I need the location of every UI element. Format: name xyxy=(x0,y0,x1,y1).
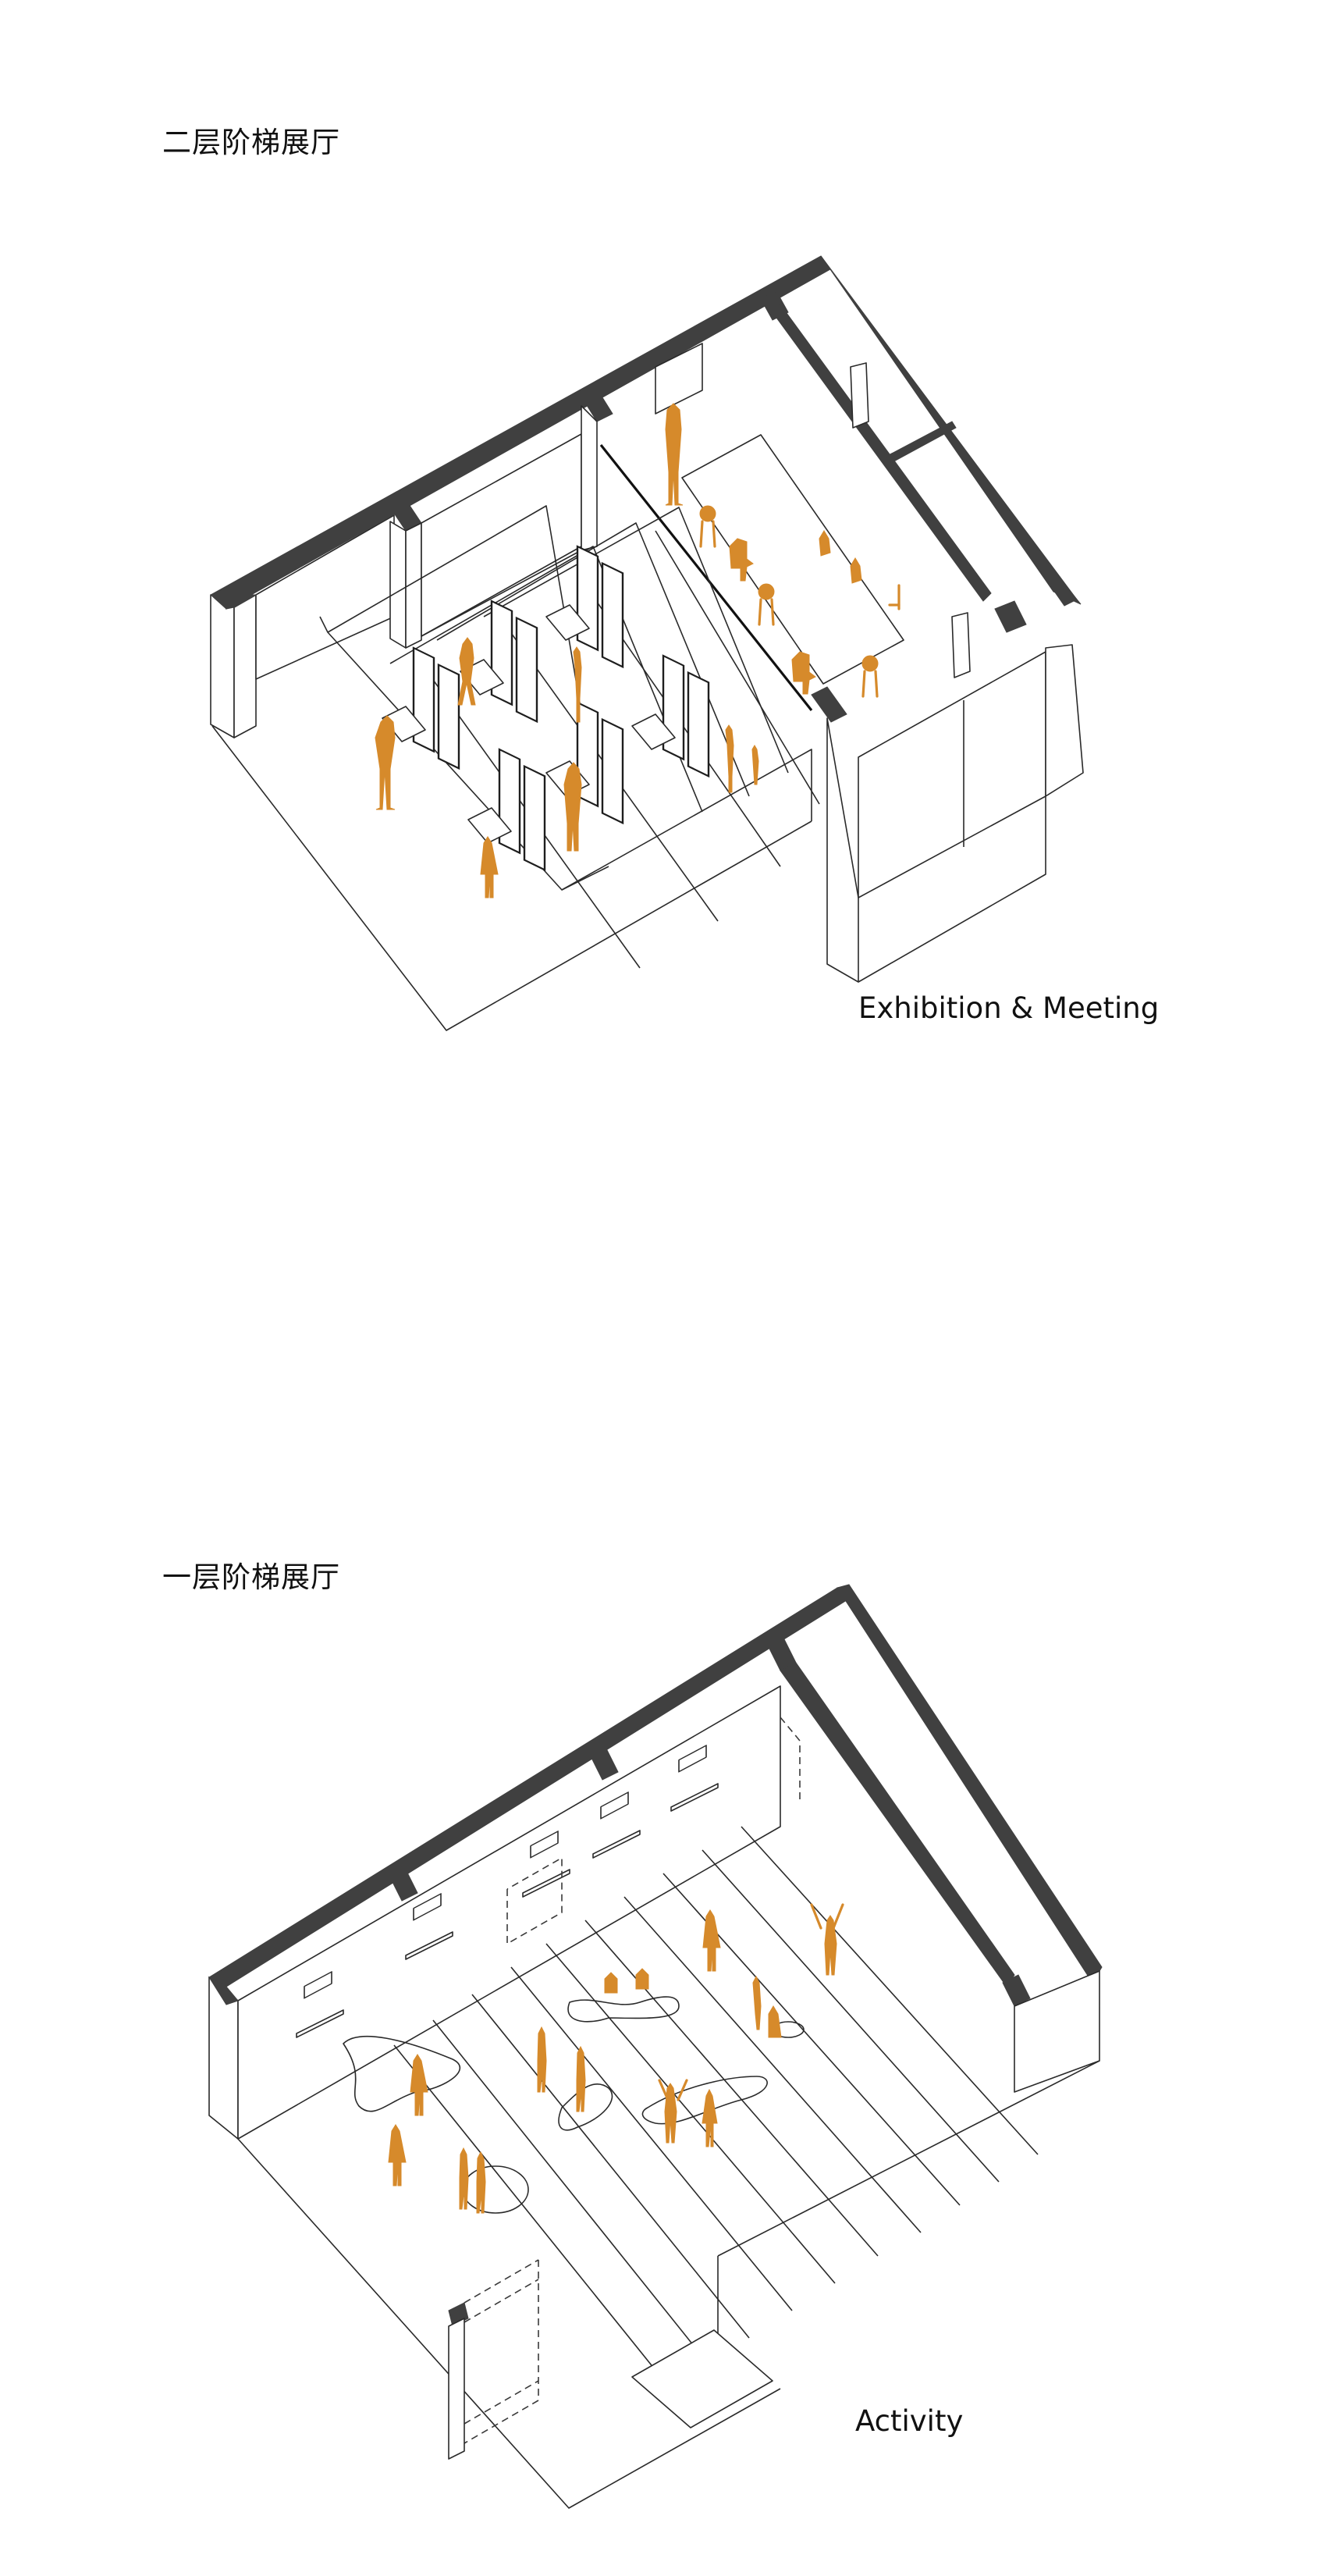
upper-left-wall xyxy=(210,514,395,738)
upper-title: 二层阶梯展厅 xyxy=(162,126,340,159)
upper-back-columns xyxy=(389,405,598,649)
lower-tables xyxy=(343,1996,805,2214)
upper-axonometric-drawing xyxy=(210,255,1084,1031)
lower-walls xyxy=(208,1584,1103,2140)
lower-axonometric-drawing xyxy=(208,1584,1103,2509)
upper-caption: Exhibition & Meeting xyxy=(858,991,1160,1025)
lower-caption: Activity xyxy=(855,2404,964,2438)
lower-title: 一层阶梯展厅 xyxy=(162,1560,340,1594)
upper-meeting-table xyxy=(655,343,904,685)
upper-meeting-room xyxy=(599,255,1084,983)
lower-floor xyxy=(237,2060,1100,2509)
lower-people xyxy=(388,1903,844,2214)
upper-display-panels xyxy=(382,545,710,872)
lower-wall-screens xyxy=(296,1717,801,2038)
lower-dashed-volumes xyxy=(448,2259,539,2460)
upper-people xyxy=(375,403,901,898)
